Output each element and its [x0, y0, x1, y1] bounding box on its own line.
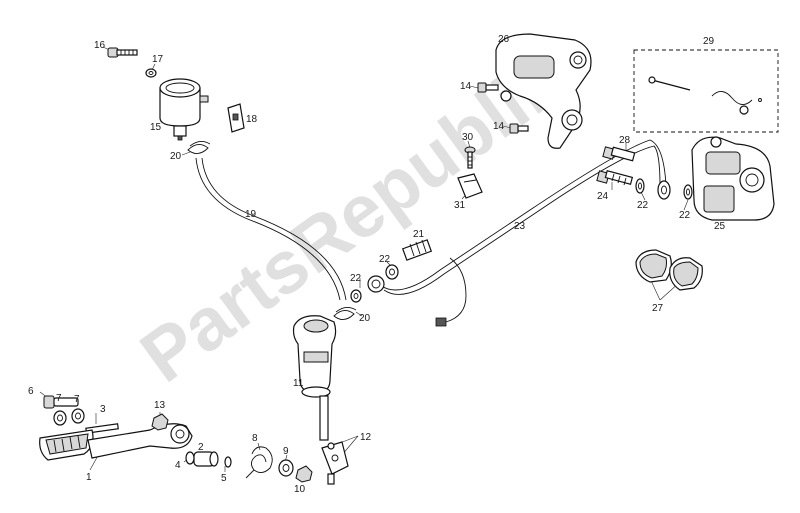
part-28-bleeder: [602, 146, 636, 162]
callout-6: 6: [28, 386, 34, 397]
callout-15: 15: [150, 122, 162, 133]
callout-7-b: 7: [74, 394, 80, 405]
callout-21: 21: [413, 229, 425, 240]
part-5-small-washer: [224, 456, 232, 468]
part-21-banjo-fitting: [401, 239, 433, 261]
brake-sensor-wire: [435, 257, 467, 327]
callout-2: 2: [198, 442, 204, 453]
part-23-brake-hose: [379, 139, 667, 295]
callout-8: 8: [252, 433, 258, 444]
part-9-washer: [278, 459, 294, 477]
leader-lines: [39, 46, 689, 483]
callout-17: 17: [152, 54, 164, 65]
part-7-washer-a: [53, 410, 67, 426]
hose-end-left: [367, 275, 385, 293]
part-8-return-spring: [245, 446, 273, 479]
callout-24: 24: [597, 191, 609, 202]
part-24-bolt: [596, 170, 634, 186]
callout-29: 29: [703, 36, 715, 47]
part-10-nut: [295, 465, 313, 483]
part-20-hose-clamp-upper: [187, 141, 211, 154]
callout-26: 26: [498, 34, 510, 45]
part-17-washer: [145, 68, 157, 78]
part-22-washer-left: [385, 264, 399, 280]
part-22-washer-mid: [635, 178, 645, 194]
part-13-nut: [151, 413, 169, 431]
part-14-bolt-upper: [477, 82, 499, 93]
callout-10: 10: [294, 484, 306, 495]
part-31-cable-clip: [457, 173, 483, 199]
callout-25: 25: [714, 221, 726, 232]
part-19-hose: [195, 157, 347, 301]
callout-12: 12: [360, 432, 372, 443]
part-26-caliper-bracket: [495, 33, 592, 149]
part-22-washer-lower: [350, 289, 362, 303]
part-2-bushing: [193, 451, 219, 467]
callout-30: 30: [462, 132, 474, 143]
callout-20-lower: 20: [359, 313, 371, 324]
callout-14-upper: 14: [460, 81, 472, 92]
callout-labels: 16 17 15 18 20 19 26 29 14 14 30 28 24 3…: [28, 34, 726, 495]
callout-5: 5: [221, 473, 227, 484]
callout-11: 11: [293, 378, 304, 389]
push-rod: [319, 395, 329, 441]
part-25-caliper: [691, 136, 775, 221]
callout-22-lower: 22: [350, 273, 362, 284]
part-15-reservoir: [159, 78, 209, 141]
hose-end-right: [657, 180, 671, 200]
part-16-screw: [107, 47, 138, 58]
callout-27: 27: [652, 303, 664, 314]
part-6-pivot-bolt: [43, 395, 79, 409]
callout-18: 18: [246, 114, 258, 125]
part-11-master-cylinder: [292, 315, 337, 398]
part-22-washer-right: [683, 184, 693, 200]
callout-1: 1: [86, 472, 92, 483]
callout-16: 16: [94, 40, 106, 51]
callout-4: 4: [175, 460, 181, 471]
callout-14-lower: 14: [493, 121, 505, 132]
callout-20-upper: 20: [170, 151, 182, 162]
part-27-brake-pads: [635, 249, 703, 291]
part-7-washer-b: [71, 408, 85, 424]
callout-22-mid: 22: [637, 200, 649, 211]
callout-3: 3: [100, 404, 106, 415]
callout-22-right: 22: [679, 210, 691, 221]
callout-9: 9: [283, 446, 289, 457]
callout-13: 13: [154, 400, 166, 411]
part-20-hose-clamp-lower: [333, 307, 357, 320]
callout-22-left: 22: [379, 254, 391, 265]
part-18-clip: [227, 103, 245, 133]
callout-28: 28: [619, 135, 631, 146]
callout-19: 19: [245, 209, 257, 220]
callout-23: 23: [514, 221, 526, 232]
callout-7-a: 7: [56, 393, 62, 404]
part-12-clevis: [321, 441, 349, 485]
part-30-screw: [464, 146, 476, 169]
callout-31: 31: [454, 200, 466, 211]
part-4-washer: [185, 451, 195, 465]
part-29-pin-kit: [633, 49, 779, 133]
part-14-bolt-lower: [509, 123, 529, 134]
part-1-pedal: [39, 423, 193, 461]
